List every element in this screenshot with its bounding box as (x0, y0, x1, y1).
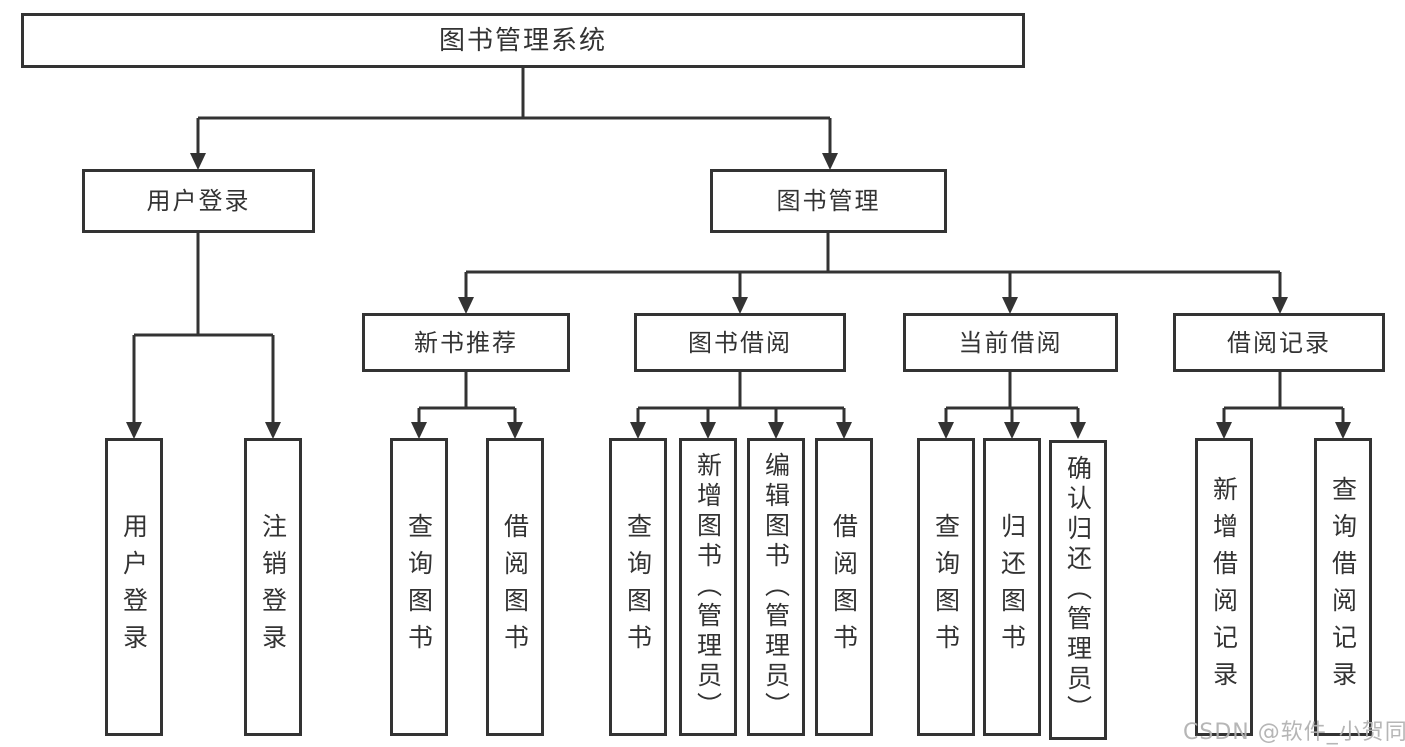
node-book-borrow: 图书借阅 (634, 313, 846, 372)
leaf-nb-borrow-book: 借阅图书 (486, 438, 544, 736)
node-borrow-records: 借阅记录 (1173, 313, 1385, 372)
leaf-bb-add-book-admin: 新增图书（管理员） (679, 438, 737, 736)
node-library-system: 图书管理系统 (21, 13, 1025, 68)
leaf-br-add-record: 新增借阅记录 (1195, 438, 1253, 736)
node-book-management: 图书管理 (710, 169, 947, 233)
node-user-login: 用户登录 (82, 169, 315, 233)
leaf-br-query-record: 查询借阅记录 (1314, 438, 1372, 736)
leaf-cb-query-book: 查询图书 (917, 438, 975, 736)
node-new-book-recommend: 新书推荐 (362, 313, 570, 372)
leaf-bb-borrow-book: 借阅图书 (815, 438, 873, 736)
leaf-cb-return-book: 归还图书 (983, 438, 1041, 736)
leaf-nb-query-book: 查询图书 (390, 438, 448, 736)
leaf-logout: 注销登录 (244, 438, 302, 736)
leaf-bb-query-book: 查询图书 (609, 438, 667, 736)
node-current-borrow: 当前借阅 (903, 313, 1118, 372)
leaf-user-login: 用户登录 (105, 438, 163, 736)
watermark: CSDN @软件_小贺同学 (1183, 720, 1405, 745)
leaf-cb-confirm-return-admin: 确认归还（管理员） (1049, 440, 1107, 740)
leaf-bb-edit-book-admin: 编辑图书（管理员） (747, 438, 805, 736)
